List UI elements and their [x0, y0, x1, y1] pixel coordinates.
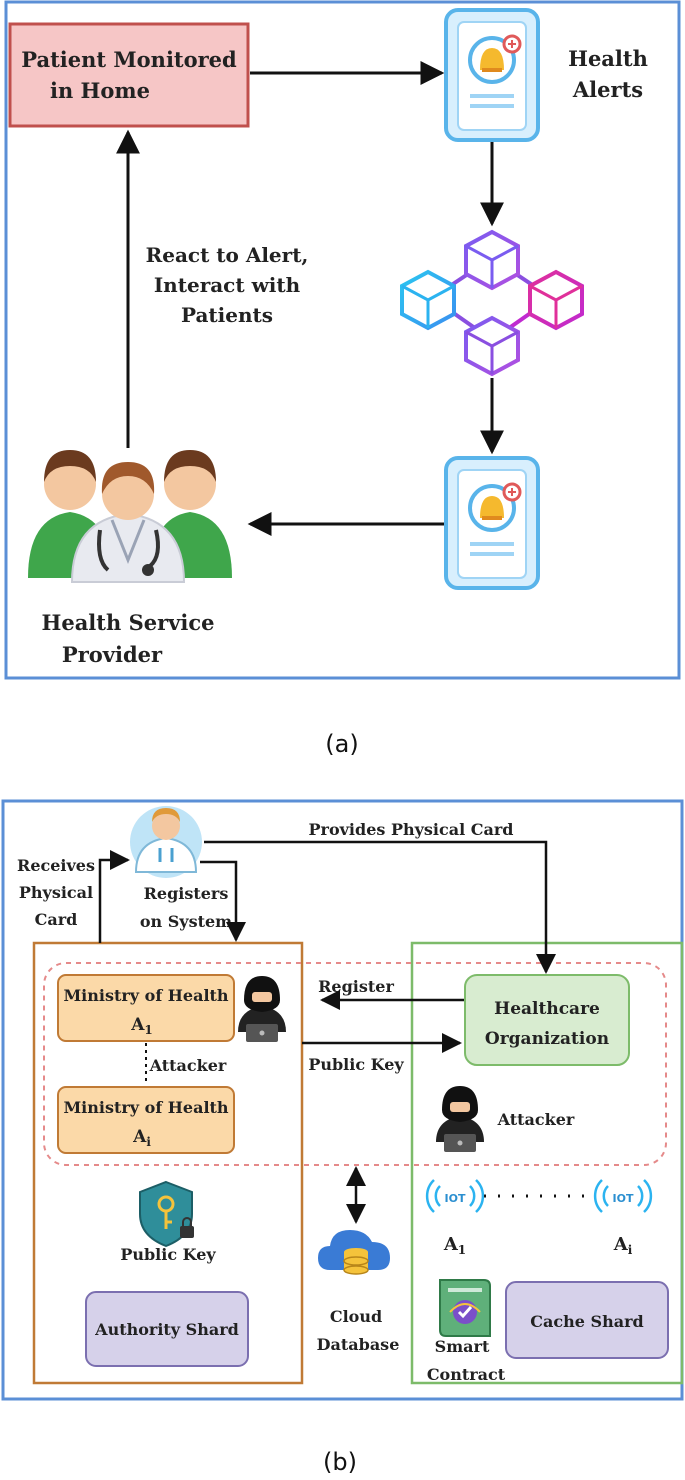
- healthcare-org-line1: Healthcare: [494, 999, 600, 1019]
- patient-monitored-label-line1: Patient Monitored: [21, 47, 237, 72]
- attacker-right-label: Attacker: [497, 1110, 575, 1129]
- cloud-db-line2: Database: [317, 1335, 400, 1354]
- provides-card-label: Provides Physical Card: [309, 820, 514, 839]
- health-alerts-label-line2: Alerts: [572, 77, 643, 102]
- cache-shard-label: Cache Shard: [530, 1312, 643, 1331]
- provider-label-line1: Health Service: [42, 610, 215, 635]
- iot-device-last-icon: IOT: [593, 1179, 653, 1213]
- ministry-of-health-1-box: [57, 974, 235, 1042]
- patient-monitored-box: [8, 22, 250, 128]
- authority-container: [32, 941, 304, 1385]
- hacker-left-icon: [238, 976, 286, 1042]
- attacker-left-label: Attacker: [149, 1056, 227, 1075]
- ministry-i-line2: Ai: [132, 1127, 151, 1149]
- cube-bottom: [464, 315, 520, 377]
- ministry-1-line1: Ministry of Health: [63, 986, 228, 1005]
- public-key-icon-label: Public Key: [120, 1245, 216, 1264]
- public-key-arrow-label: Public Key: [308, 1055, 404, 1074]
- authority-shard-label: Authority Shard: [94, 1320, 239, 1339]
- smart-contract-line1: Smart: [435, 1337, 490, 1356]
- cloud-database-icon: [318, 1230, 390, 1275]
- figure-b: Provides Physical Card Receives Physical…: [1, 799, 684, 1401]
- provider-label-line2: Provider: [62, 642, 163, 667]
- blockchain-network-icon: [400, 229, 584, 377]
- healthcare-organization-box: [464, 974, 630, 1066]
- alert-phone-bottom-icon: [444, 456, 540, 590]
- authority-shard-box: [85, 1291, 249, 1367]
- caption-b: (b): [323, 1448, 357, 1476]
- iot-device-first-icon: IOT: [425, 1179, 485, 1213]
- ministry-of-health-i-box: [57, 1086, 235, 1154]
- figure-a: Patient Monitored in Home Health Alerts: [4, 0, 681, 680]
- ministry-1-line2: A1: [130, 1015, 153, 1037]
- cube-left: [400, 269, 456, 331]
- cloud-db-line1: Cloud: [330, 1307, 382, 1326]
- cube-right: [528, 269, 584, 331]
- hacker-right-icon: [436, 1086, 484, 1152]
- patient-monitored-label-line2: in Home: [50, 78, 150, 103]
- receives-card-line3: Card: [35, 910, 78, 929]
- react-label-line1: React to Alert,: [146, 243, 309, 267]
- registers-line1: Registers: [144, 884, 229, 903]
- dashed-trust-region: [43, 962, 667, 1166]
- healthcare-org-line2: Organization: [485, 1029, 609, 1049]
- receives-card-line2: Physical: [19, 883, 93, 902]
- react-label-line3: Patients: [181, 303, 273, 327]
- receives-card-line1: Receives: [17, 856, 95, 875]
- registers-line2: on System: [140, 912, 232, 931]
- smart-contract-icon: [439, 1279, 491, 1337]
- doctor-avatar-icon: [130, 806, 202, 878]
- iot-last-label: Ai: [613, 1234, 633, 1257]
- key-shield-icon: [139, 1180, 194, 1248]
- svg-text:IOT: IOT: [613, 1192, 634, 1205]
- arrow-registers: [200, 860, 246, 942]
- ministry-i-line1: Ministry of Health: [63, 1098, 228, 1117]
- alert-phone-top-icon: [444, 8, 540, 142]
- iot-first-label: A1: [443, 1234, 466, 1257]
- arrow-provides-card: [204, 840, 556, 974]
- react-label-line2: Interact with: [154, 273, 301, 297]
- arrow-receives-card: [98, 850, 130, 943]
- health-alerts-label-line1: Health: [568, 46, 648, 71]
- register-label: Register: [318, 977, 394, 996]
- cache-shard-box: [505, 1281, 669, 1359]
- health-service-provider-icon: [28, 450, 232, 583]
- caption-a: (a): [325, 730, 358, 758]
- smart-contract-line2: Contract: [427, 1365, 506, 1384]
- svg-text:IOT: IOT: [445, 1192, 466, 1205]
- cube-top: [464, 229, 520, 291]
